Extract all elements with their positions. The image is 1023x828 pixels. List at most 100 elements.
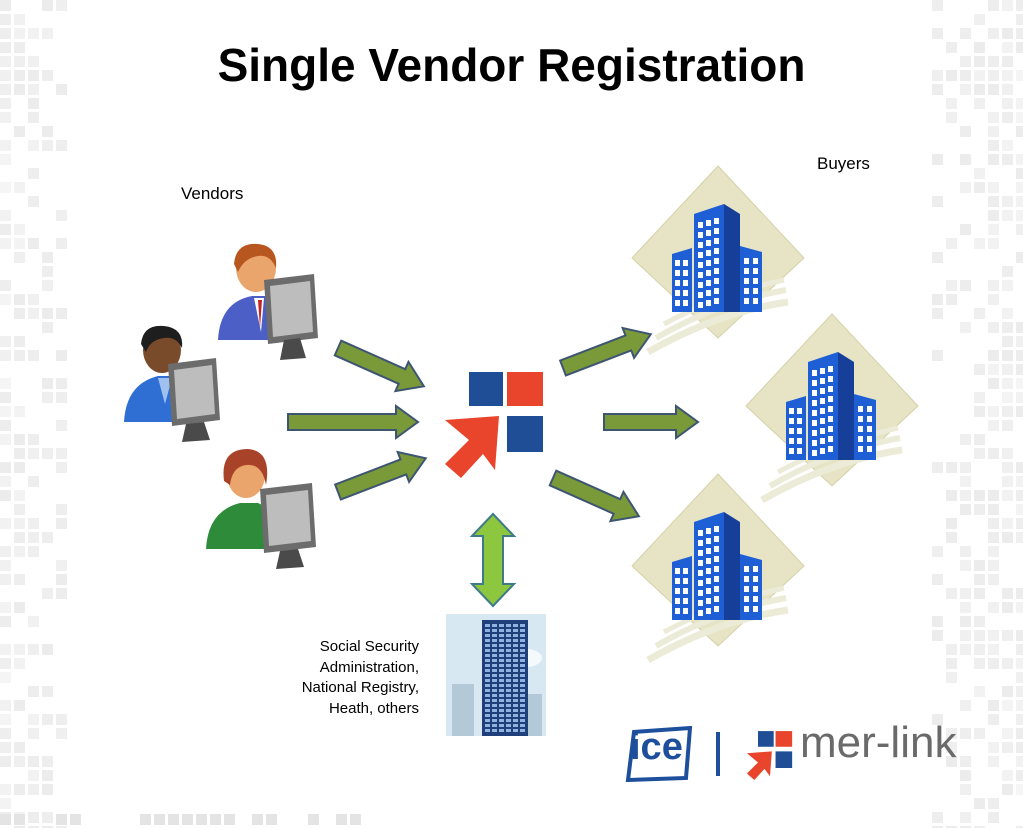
window bbox=[706, 240, 711, 246]
window bbox=[485, 719, 490, 722]
pattern-tile bbox=[0, 280, 11, 291]
pattern-tile bbox=[42, 70, 53, 81]
pattern-tile bbox=[1002, 378, 1013, 389]
pattern-tile bbox=[988, 196, 999, 207]
window bbox=[492, 709, 497, 712]
window bbox=[520, 719, 525, 722]
pattern-tile bbox=[14, 308, 25, 319]
pattern-tile bbox=[974, 490, 985, 501]
window bbox=[506, 714, 511, 717]
pattern-tile bbox=[1002, 28, 1013, 39]
pattern-tile bbox=[988, 574, 999, 585]
pattern-tile bbox=[224, 814, 235, 825]
pattern-tile bbox=[988, 518, 999, 529]
pattern-tile bbox=[14, 84, 25, 95]
pattern-tile bbox=[946, 672, 957, 683]
pattern-tile bbox=[1002, 700, 1013, 711]
window bbox=[499, 654, 504, 657]
pattern-tile bbox=[932, 84, 943, 95]
window bbox=[683, 280, 688, 286]
window bbox=[499, 679, 504, 682]
window bbox=[706, 250, 711, 256]
window bbox=[675, 280, 680, 286]
pattern-tile bbox=[28, 826, 39, 828]
window bbox=[675, 598, 680, 604]
window bbox=[485, 694, 490, 697]
window bbox=[706, 558, 711, 564]
window bbox=[744, 268, 749, 274]
pattern-tile bbox=[1016, 686, 1023, 697]
pattern-tile bbox=[1016, 0, 1023, 11]
pattern-tile bbox=[1016, 602, 1023, 613]
pattern-tile bbox=[1016, 672, 1023, 683]
pattern-tile bbox=[1016, 252, 1023, 263]
window bbox=[714, 606, 719, 612]
pattern-tile bbox=[28, 518, 39, 529]
pattern-tile bbox=[28, 112, 39, 123]
pattern-tile bbox=[974, 364, 985, 375]
pattern-tile bbox=[932, 616, 943, 627]
pattern-tile bbox=[932, 294, 943, 305]
pattern-tile bbox=[960, 812, 971, 823]
pattern-tile bbox=[28, 140, 39, 151]
pattern-tile bbox=[1016, 224, 1023, 235]
window bbox=[698, 540, 703, 546]
pattern-tile bbox=[1002, 420, 1013, 431]
pattern-tile bbox=[14, 490, 25, 501]
pattern-tile bbox=[42, 784, 53, 795]
pattern-tile bbox=[946, 756, 957, 767]
pattern-tile bbox=[56, 728, 67, 739]
pattern-tile bbox=[14, 434, 25, 445]
pattern-tile bbox=[1002, 784, 1013, 795]
window bbox=[698, 610, 703, 616]
pattern-tile bbox=[946, 238, 957, 249]
pattern-tile bbox=[1016, 462, 1023, 473]
pattern-tile bbox=[974, 14, 985, 25]
pattern-tile bbox=[988, 238, 999, 249]
window bbox=[753, 268, 758, 274]
window bbox=[485, 679, 490, 682]
window bbox=[485, 674, 490, 677]
window bbox=[492, 629, 497, 632]
window bbox=[789, 408, 794, 414]
pattern-tile bbox=[960, 546, 971, 557]
window bbox=[499, 649, 504, 652]
window bbox=[513, 694, 518, 697]
pattern-tile bbox=[0, 392, 11, 403]
window bbox=[485, 699, 490, 702]
window bbox=[513, 684, 518, 687]
pattern-tile bbox=[1016, 770, 1023, 781]
pattern-tile bbox=[1002, 56, 1013, 67]
pattern-tile bbox=[960, 644, 971, 655]
pattern-tile bbox=[1016, 168, 1023, 179]
pattern-tile bbox=[42, 588, 53, 599]
window bbox=[485, 649, 490, 652]
pattern-tile bbox=[42, 826, 53, 828]
pattern-tile bbox=[974, 644, 985, 655]
pattern-tile bbox=[974, 168, 985, 179]
pattern-tile bbox=[14, 42, 25, 53]
window bbox=[513, 624, 518, 627]
pattern-tile bbox=[0, 574, 11, 585]
pattern-tile bbox=[946, 644, 957, 655]
pattern-tile bbox=[974, 42, 985, 53]
window bbox=[492, 729, 497, 732]
pattern-tile bbox=[14, 814, 25, 825]
pattern-tile bbox=[988, 658, 999, 669]
pattern-tile bbox=[28, 812, 39, 823]
pattern-tile bbox=[28, 28, 39, 39]
pattern-tile bbox=[1002, 336, 1013, 347]
pattern-tile bbox=[960, 126, 971, 137]
pattern-tile bbox=[28, 294, 39, 305]
window bbox=[683, 300, 688, 306]
pattern-tile bbox=[28, 448, 39, 459]
window bbox=[706, 220, 711, 226]
window bbox=[513, 714, 518, 717]
window bbox=[506, 639, 511, 642]
pattern-tile bbox=[1016, 406, 1023, 417]
window bbox=[753, 278, 758, 284]
pattern-tile bbox=[0, 56, 11, 67]
pattern-tile bbox=[42, 280, 53, 291]
pattern-tile bbox=[350, 814, 361, 825]
window bbox=[867, 426, 872, 432]
